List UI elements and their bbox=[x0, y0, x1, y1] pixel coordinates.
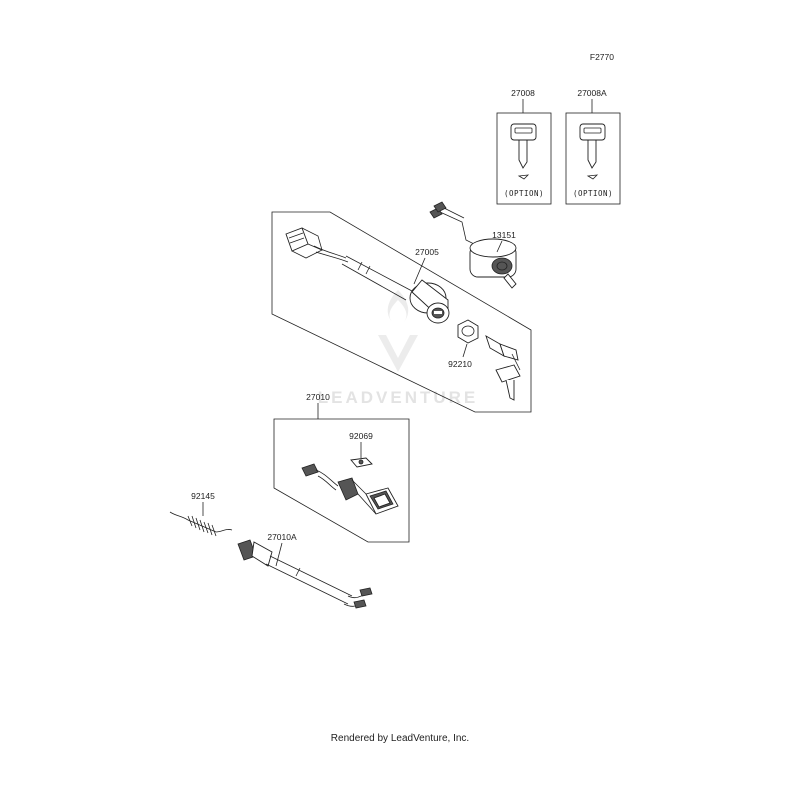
watermark-v-logo-icon bbox=[378, 335, 418, 372]
key-blank-icon bbox=[510, 123, 537, 180]
part-27010a-plunger-switch[interactable]: 27010A bbox=[237, 532, 373, 609]
assembly-box-27010 bbox=[273, 418, 410, 543]
connector-block-icon bbox=[285, 227, 323, 259]
footer-credit: Rendered by LeadVenture, Inc. bbox=[330, 733, 470, 744]
assembly-box-27005 bbox=[271, 211, 532, 413]
watermark: LEADVENTURE bbox=[318, 290, 479, 407]
option-box bbox=[496, 112, 552, 205]
part-label-92210: 92210 bbox=[448, 359, 472, 369]
watermark-flame-icon bbox=[387, 290, 409, 322]
part-label-92145: 92145 bbox=[191, 491, 215, 501]
option-box bbox=[565, 112, 621, 205]
push-switch-icon bbox=[301, 463, 399, 515]
figure-code: F2770 bbox=[590, 52, 614, 62]
watermark-text: LEADVENTURE bbox=[318, 388, 479, 407]
key-icon bbox=[485, 335, 521, 371]
part-label-27010: 27010 bbox=[306, 392, 330, 402]
part-27008-key-option[interactable]: 27008 (OPTION) bbox=[496, 88, 552, 205]
ignition-switch-icon bbox=[409, 279, 450, 324]
option-text: (OPTION) bbox=[573, 189, 613, 198]
part-label-27008a: 27008A bbox=[577, 88, 607, 98]
key-blank-icon bbox=[579, 123, 606, 180]
switch-nut-icon bbox=[457, 319, 479, 344]
wire-harness bbox=[313, 245, 413, 301]
part-label-27005: 27005 bbox=[415, 247, 439, 257]
part-92145-spring[interactable]: 92145 bbox=[169, 491, 233, 537]
part-label-27010a: 27010A bbox=[267, 532, 297, 542]
key-icon bbox=[495, 364, 521, 401]
part-13151-switch-body[interactable]: 13151 bbox=[429, 201, 517, 289]
part-27008a-key-option[interactable]: 27008A (OPTION) bbox=[565, 88, 621, 205]
part-92069-clip[interactable]: 92069 bbox=[349, 431, 373, 468]
part-label-92069: 92069 bbox=[349, 431, 373, 441]
part-label-27008: 27008 bbox=[511, 88, 535, 98]
part-label-13151: 13151 bbox=[492, 230, 516, 240]
option-text: (OPTION) bbox=[504, 189, 544, 198]
